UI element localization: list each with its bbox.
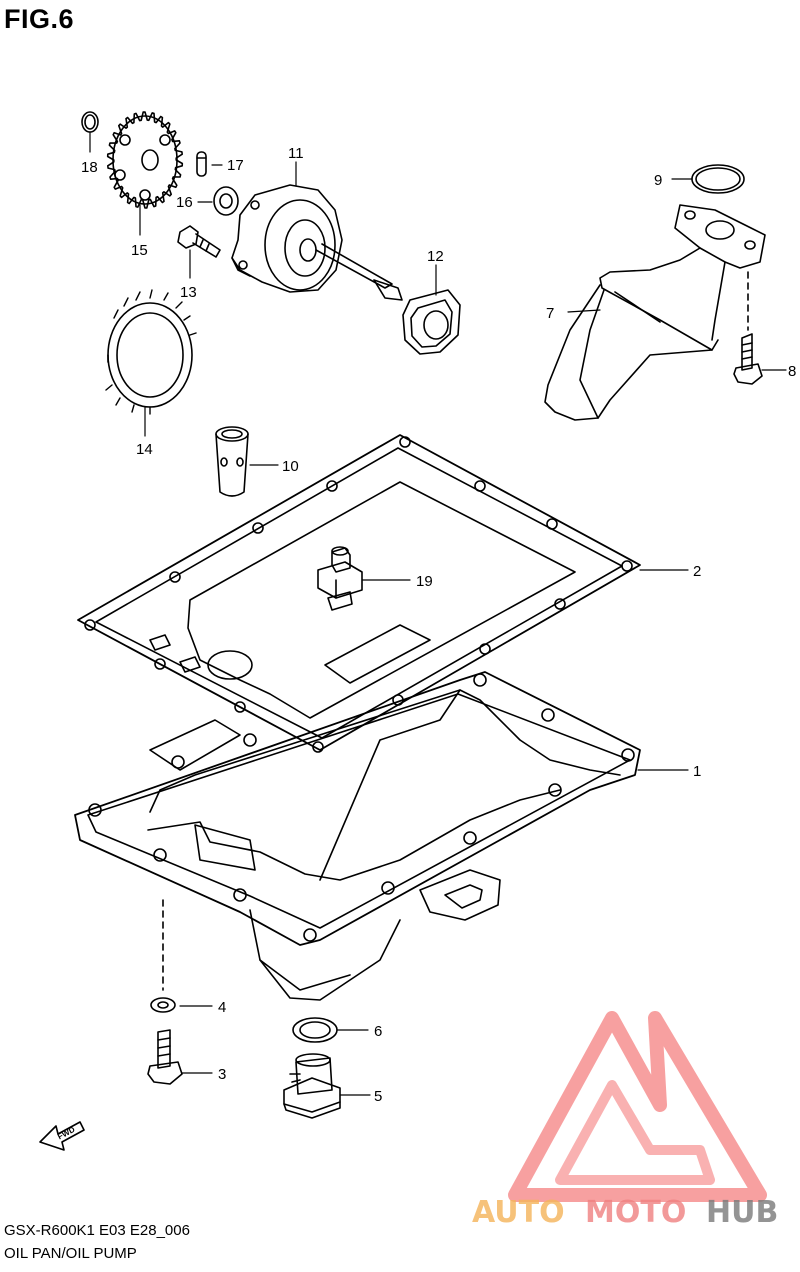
callout-1: 1	[693, 763, 701, 780]
part-17-dowel-pin	[196, 151, 207, 177]
part-8-bolt	[733, 271, 763, 385]
callout-5: 5	[374, 1088, 382, 1105]
svg-text:MOTO: MOTO	[585, 1195, 686, 1230]
callout-15: 15	[131, 242, 148, 259]
part-4-washer	[150, 899, 176, 1013]
figure-code: GSX-R600K1 E03 E28_006	[4, 1222, 190, 1239]
callout-12: 12	[427, 248, 444, 265]
callout-4: 4	[218, 999, 226, 1016]
forward-direction-arrow	[39, 1121, 85, 1151]
callout-16: 16	[176, 194, 193, 211]
callout-2: 2	[693, 563, 701, 580]
part-11-oil-pump	[231, 184, 403, 301]
part-2-gasket	[77, 434, 641, 753]
callout-7: 7	[546, 305, 554, 322]
callout-8: 8	[788, 363, 796, 380]
callout-3: 3	[218, 1066, 226, 1083]
part-1-oil-pan	[74, 671, 641, 1001]
part-16-washer	[213, 186, 239, 216]
part-12-gasket	[402, 289, 461, 355]
part-9-o-ring	[691, 164, 745, 194]
part-19-oil-pressure-switch	[317, 546, 363, 611]
part-18-circlip	[81, 111, 99, 133]
part-13-bolt	[177, 225, 221, 258]
callout-numbers: 18 15 17 16 11 12 13 14 10 9 7 8 2 19 1 …	[81, 145, 796, 1105]
part-15-sprocket	[106, 111, 184, 209]
part-7-oil-strainer	[544, 204, 766, 421]
callout-9: 9	[654, 172, 662, 189]
callout-18: 18	[81, 159, 98, 176]
callout-6: 6	[374, 1023, 382, 1040]
part-10-pipe	[215, 426, 249, 497]
part-6-gasket	[292, 1017, 338, 1043]
callout-19: 19	[416, 573, 433, 590]
figure-name: OIL PAN/OIL PUMP	[4, 1245, 137, 1262]
callout-10: 10	[282, 458, 299, 475]
figure-title: FIG.6	[4, 4, 75, 34]
callout-14: 14	[136, 441, 153, 458]
watermark-logo	[508, 1011, 767, 1202]
callout-11: 11	[288, 145, 304, 162]
svg-text:AUTO: AUTO	[472, 1195, 565, 1230]
part-3-bolt	[147, 1029, 183, 1085]
leader-lines	[89, 131, 787, 1096]
svg-text:HUB: HUB	[706, 1195, 778, 1230]
watermark-text: AUTO MOTO HUB	[472, 1195, 778, 1230]
callout-17: 17	[227, 157, 244, 174]
part-14-ring-gear	[105, 289, 197, 415]
part-5-drain-plug	[283, 1053, 341, 1119]
callout-13: 13	[180, 284, 197, 301]
